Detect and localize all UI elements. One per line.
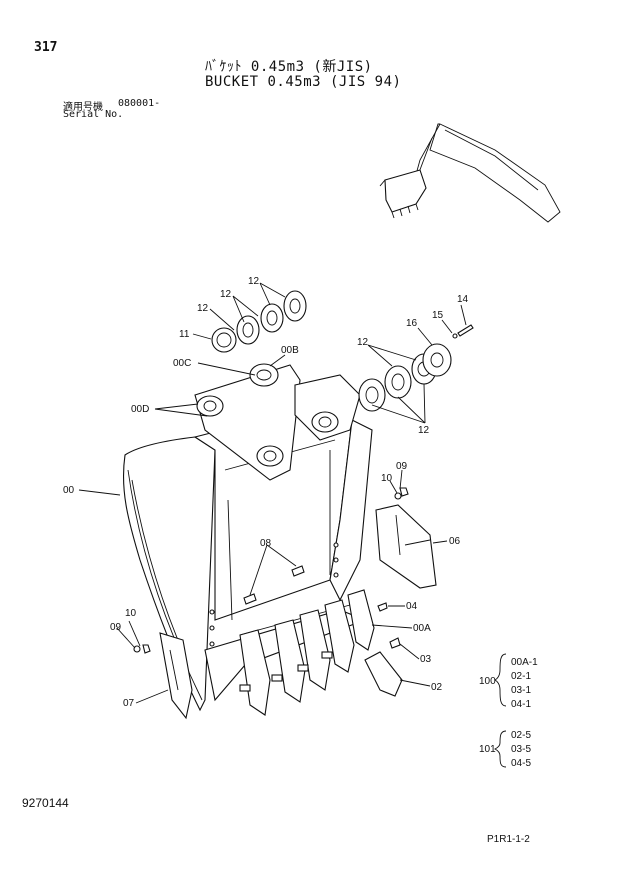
- title-japanese: ﾊﾞｹｯﾄ 0.45m3 (新JIS): [205, 59, 373, 75]
- drawing-code: 9270144: [22, 796, 69, 810]
- callout-10: 10: [125, 608, 137, 619]
- callout-00b: 00B: [281, 345, 299, 356]
- kit-item: 00A-1: [511, 657, 538, 668]
- kit-item: 03-5: [511, 744, 531, 755]
- callout-00d: 00D: [131, 404, 149, 415]
- callout-03: 03: [420, 654, 432, 665]
- leader-lines: [78, 282, 507, 768]
- kit-item: 02-1: [511, 671, 531, 682]
- serial-label-english: Serial No.: [63, 109, 124, 120]
- kit-item: 04-5: [511, 758, 531, 769]
- callout-08: 08: [260, 538, 272, 549]
- callout-00a: 00A: [413, 623, 431, 634]
- kit-number: 100: [479, 676, 496, 687]
- kit-item: 04-1: [511, 699, 531, 710]
- callout-labels: 12 12 12 11 00C 00B 00D 00 14 15 16 12 1…: [63, 276, 469, 709]
- callout-11: 11: [179, 329, 190, 340]
- callout-00: 00: [63, 485, 75, 496]
- callout-12: 12: [357, 337, 369, 348]
- callout-02: 02: [431, 682, 443, 693]
- callout-12: 12: [220, 289, 232, 300]
- callout-09: 09: [110, 622, 122, 633]
- callout-16: 16: [406, 318, 418, 329]
- loose-parts: [133, 290, 474, 720]
- callout-04: 04: [406, 601, 418, 612]
- callout-10: 10: [381, 473, 393, 484]
- callout-15: 15: [432, 310, 444, 321]
- kit-item: 02-5: [511, 730, 531, 741]
- title-english: BUCKET 0.45m3 (JIS 94): [205, 74, 402, 90]
- page-number: 317: [34, 40, 58, 55]
- callout-07: 07: [123, 698, 135, 709]
- kit-lists: 100 00A-1 02-1 03-1 04-1 101 02-5 03-5 0…: [479, 657, 538, 769]
- callout-14: 14: [457, 294, 469, 305]
- callout-12: 12: [197, 303, 209, 314]
- serial-value: 080001-: [118, 98, 161, 109]
- bucket-body: [122, 363, 373, 712]
- callout-09: 09: [396, 461, 408, 472]
- callout-12: 12: [418, 425, 430, 436]
- page-reference: P1R1-1-2: [487, 834, 530, 845]
- callout-00c: 00C: [173, 358, 191, 369]
- kit-number: 101: [479, 744, 496, 755]
- callout-06: 06: [449, 536, 461, 547]
- serial-label-japanese: 適用号機: [63, 102, 103, 113]
- bucket-teeth: [239, 589, 375, 716]
- kit-item: 03-1: [511, 685, 531, 696]
- excavator-thumbnail: [379, 123, 561, 223]
- callout-12: 12: [248, 276, 260, 287]
